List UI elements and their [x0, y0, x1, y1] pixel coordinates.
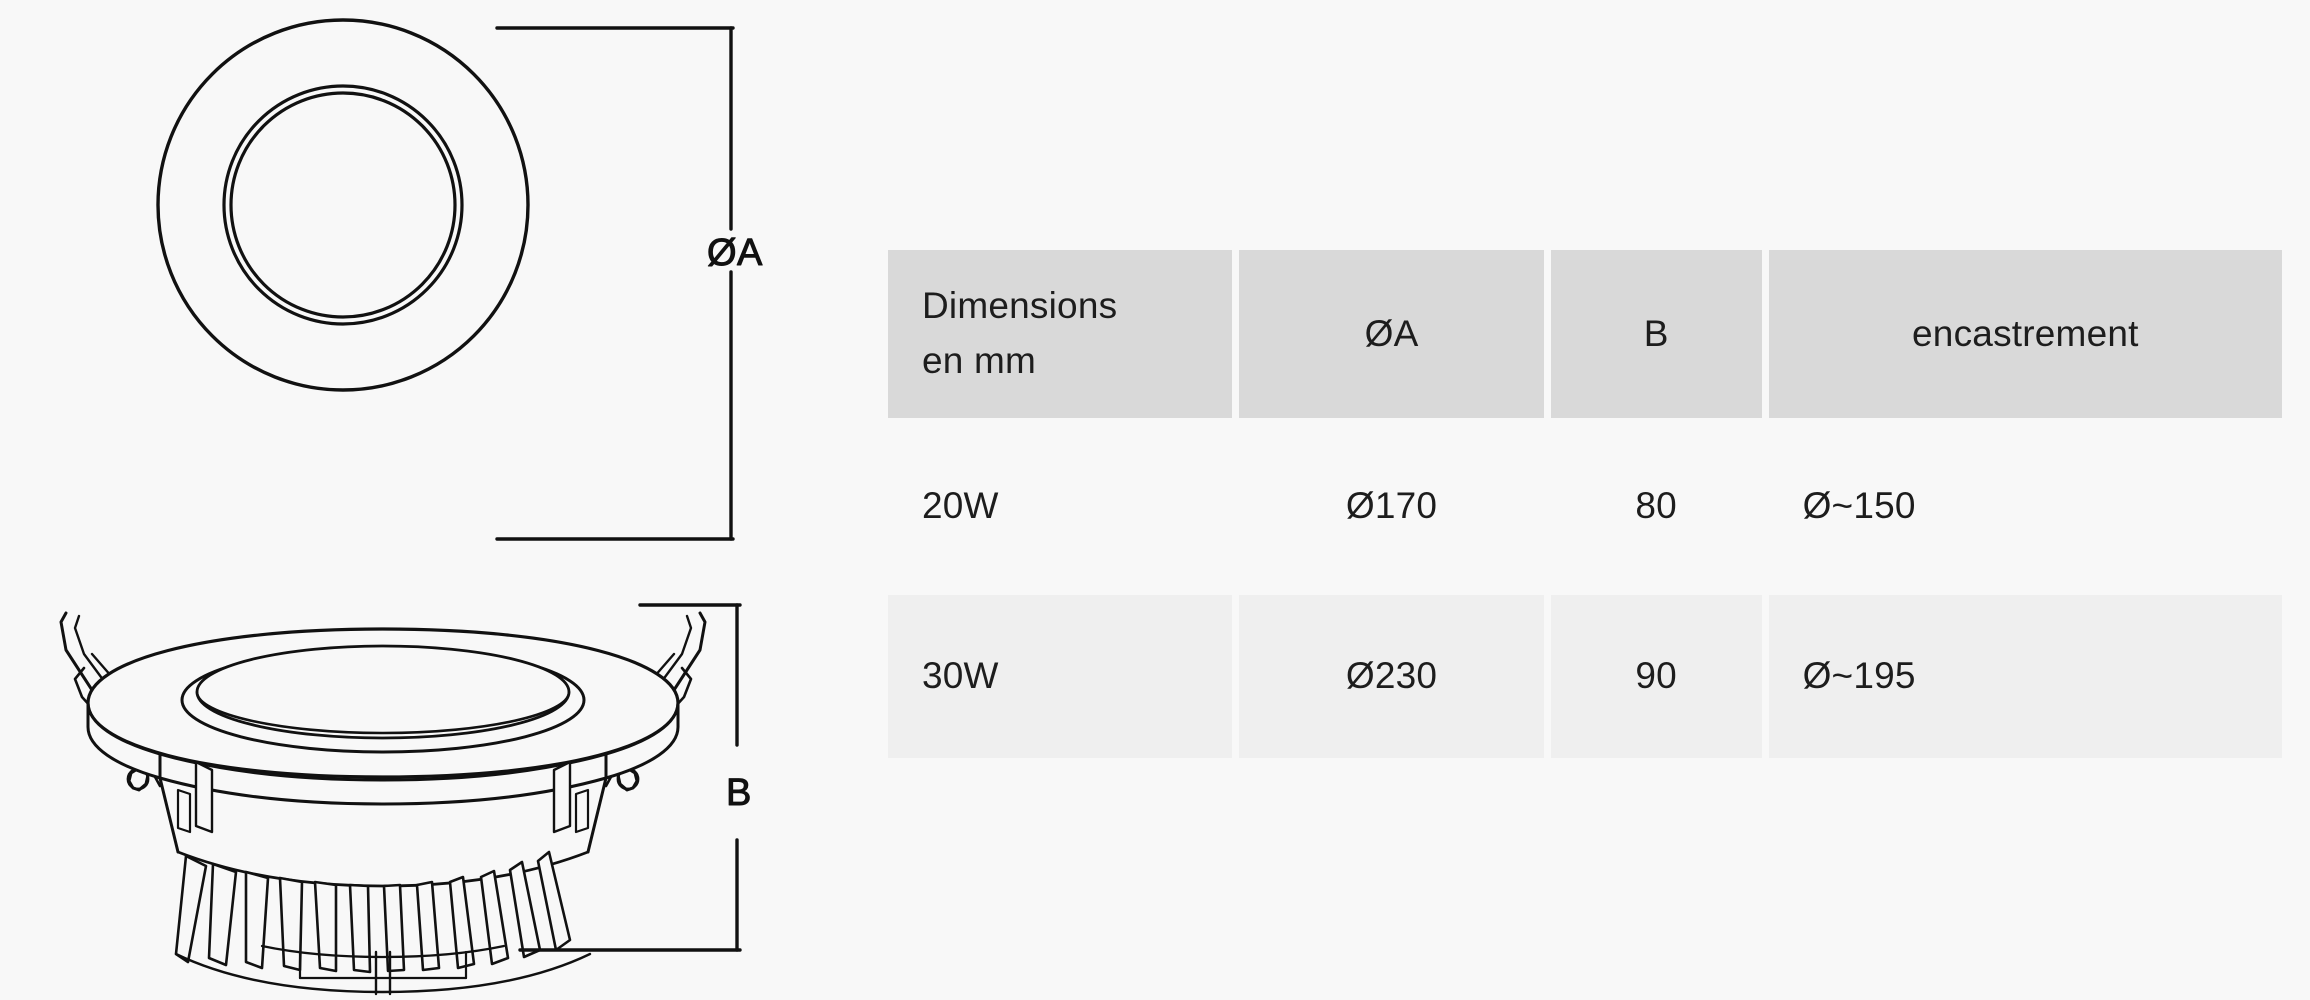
trim-outer-circle	[156, 18, 530, 392]
row-20w-encastrement: Ø~150	[1768, 425, 2282, 588]
header-cell-dimensions: Dimensions en mm	[888, 250, 1233, 418]
reflector-inner-circle	[229, 91, 457, 319]
clip-mount-brackets	[176, 760, 590, 834]
header-cell-diameter-a: ØA	[1239, 250, 1544, 418]
table-row: 20W Ø170 80 Ø~150	[888, 425, 2282, 588]
header-dimensions-line2: en mm	[922, 340, 1037, 381]
row-20w-power: 20W	[888, 425, 1233, 588]
diameter-dimension-group	[495, 26, 735, 541]
table-row: 30W Ø230 90 Ø~195	[888, 595, 2282, 758]
row-30w-encastrement: Ø~195	[1768, 595, 2282, 758]
depth-dimension-label: B	[726, 772, 752, 814]
reflector-outer-circle	[222, 84, 464, 326]
reflector-opening	[180, 644, 586, 754]
row-30w-depth-b: 90	[1550, 595, 1762, 758]
row-20w-depth-b: 80	[1550, 425, 1762, 588]
row-30w-power: 30W	[888, 595, 1233, 758]
depth-dimension-group	[518, 603, 742, 952]
downlight-technical-drawing: ØA	[59, 18, 763, 996]
side-view-group	[59, 611, 707, 996]
table-header-row: Dimensions en mm ØA B encastrement	[888, 250, 2282, 418]
header-cell-depth-b: B	[1550, 250, 1762, 418]
heatsink-fins	[174, 850, 592, 996]
technical-drawing-panel: ØA	[0, 0, 860, 1000]
header-dimensions-line1: Dimensions	[922, 285, 1118, 327]
header-cell-encastrement: encastrement	[1768, 250, 2282, 418]
row-20w-diameter-a: Ø170	[1239, 425, 1544, 588]
row-30w-diameter-a: Ø230	[1239, 595, 1544, 758]
top-view-group	[156, 18, 530, 392]
diameter-dimension-label: ØA	[707, 232, 763, 274]
dimensions-table: Dimensions en mm ØA B encastrement 20W Ø…	[888, 250, 2282, 758]
